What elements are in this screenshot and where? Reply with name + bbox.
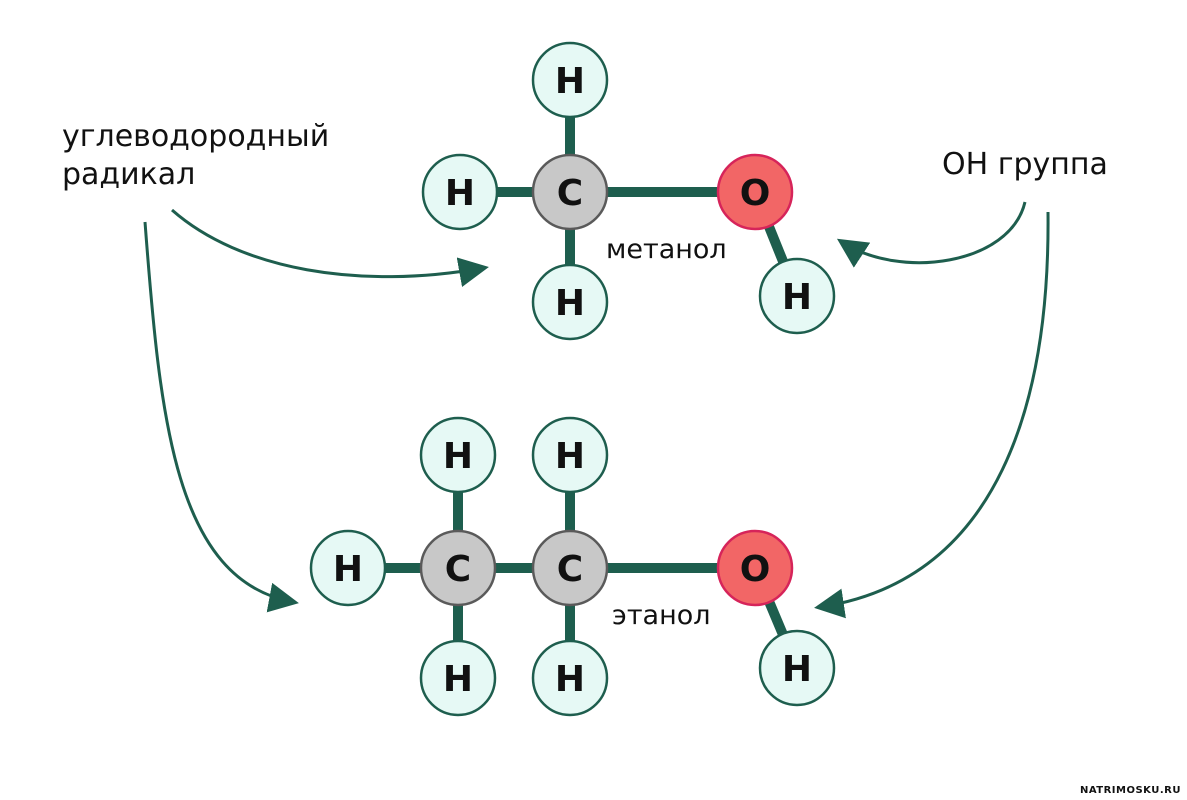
ethanol-atoms: H H C H H C H O — [309, 416, 836, 717]
carbon-atom: C — [531, 529, 609, 607]
svg-text:H: H — [782, 649, 812, 690]
svg-text:H: H — [555, 61, 585, 102]
svg-text:C: C — [557, 549, 583, 590]
svg-text:H: H — [443, 659, 473, 700]
methanol-label: метанол — [606, 234, 727, 265]
hydrogen-atom: H — [531, 639, 609, 717]
svg-text:H: H — [555, 659, 585, 700]
hydrogen-atom: H — [421, 153, 499, 231]
hydrogen-atom: H — [419, 416, 497, 494]
oxygen-atom: O — [716, 529, 794, 607]
svg-text:C: C — [557, 173, 583, 214]
hydrocarbon-radical-label-line2: радикал — [62, 157, 196, 192]
svg-text:H: H — [555, 436, 585, 477]
carbon-atom: C — [419, 529, 497, 607]
oxygen-atom: O — [716, 153, 794, 231]
svg-text:H: H — [333, 549, 363, 590]
oh-group-label: ОН группа — [942, 147, 1108, 182]
arrow-oh-to-methanol — [836, 201, 1027, 268]
hydrocarbon-radical-label: углеводородный радикал — [62, 118, 329, 194]
methanol-atoms: H H C H O H — [421, 41, 836, 341]
hydrogen-atom: H — [531, 41, 609, 119]
svg-text:O: O — [740, 173, 771, 214]
svg-text:H: H — [445, 173, 475, 214]
svg-text:H: H — [555, 283, 585, 324]
hydrogen-atom: H — [531, 263, 609, 341]
ethanol-label: этанол — [612, 600, 711, 631]
hydrogen-atom: H — [758, 257, 836, 335]
arrow-oh-to-ethanol — [814, 211, 1050, 619]
hydrogen-atom: H — [419, 639, 497, 717]
svg-text:O: O — [740, 549, 771, 590]
hydrogen-atom: H — [309, 529, 387, 607]
arrow-radical-to-ethanol — [143, 221, 299, 613]
watermark: NATRIMOSKU.RU — [1079, 785, 1181, 796]
hydrogen-atom: H — [758, 629, 836, 707]
svg-text:H: H — [443, 436, 473, 477]
arrow-radical-to-methanol — [171, 208, 489, 287]
svg-text:C: C — [445, 549, 471, 590]
hydrocarbon-radical-label-line1: углеводородный — [62, 119, 330, 154]
carbon-atom: C — [531, 153, 609, 231]
svg-text:H: H — [782, 277, 812, 318]
hydrogen-atom: H — [531, 416, 609, 494]
